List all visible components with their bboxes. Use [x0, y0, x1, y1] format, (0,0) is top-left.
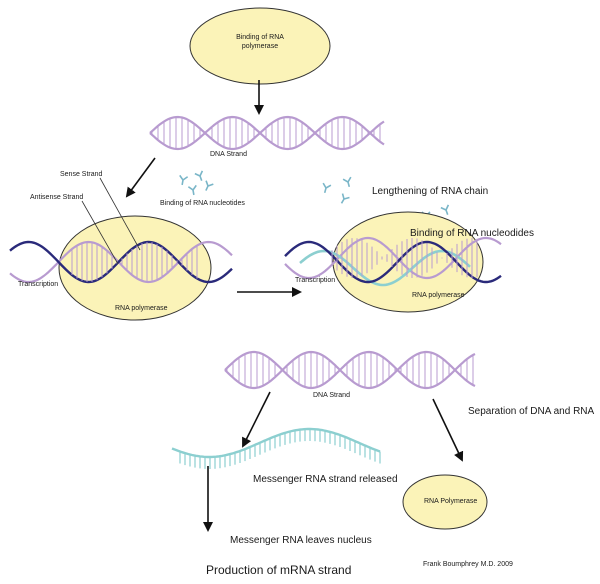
dna-strand-right: [284, 236, 502, 287]
rna-polymerase-ellipse-right: [332, 211, 484, 313]
nucleotide-7: [340, 193, 350, 204]
rna-polymerase-ellipse-released: [402, 474, 488, 530]
antisense-strand-label: Antisense Strand: [30, 194, 84, 201]
nucleotide-1: [179, 174, 189, 186]
diagram-title: Production of mRNA strand: [206, 563, 352, 577]
binding-nucleotides-small-label: Binding of RNA nucleotides: [160, 200, 245, 207]
mrna-strand: [171, 427, 381, 469]
arrow-to-polymerase: [432, 398, 464, 462]
credit-label: Frank Boumphrey M.D. 2009: [423, 561, 513, 568]
free-nucleotides-group-1: [179, 170, 214, 196]
transcription-label-left: Transcription: [18, 281, 59, 288]
nucleotide-6: [342, 176, 352, 188]
nucleotide-10: [440, 204, 450, 215]
sense-strand-label: Sense Strand: [60, 171, 103, 178]
dna-strand-label-top: DNA Strand: [210, 151, 247, 158]
binding-polymerase-label: Binding of RNA polymerase: [236, 34, 284, 50]
rna-polymerase-released-label: RNA Polymerase: [424, 498, 478, 505]
mrna-released-label: Messenger RNA strand released: [253, 474, 398, 485]
dna-strand-bottom: [224, 350, 476, 390]
dna-strand-label-bottom: DNA Strand: [313, 392, 350, 399]
nucleotide-4: [187, 184, 197, 196]
rna-polymerase-ellipse-top: [189, 7, 331, 85]
transcription-label-right: Transcription: [295, 277, 336, 284]
rna-polymerase-label-right: RNA polymerase: [412, 292, 465, 299]
binding-nucleotides-large-label: Binding of RNA nucleodides: [410, 228, 534, 239]
lengthening-label: Lengthening of RNA chain: [372, 186, 489, 197]
arrow-dna-to-transcription: [125, 157, 156, 198]
dna-strand-left: [9, 240, 233, 284]
mrna-leaves-label: Messenger RNA leaves nucleus: [230, 535, 372, 546]
antisense-strand-pointer: [81, 200, 119, 265]
rna-polymerase-ellipse-left: [58, 215, 212, 321]
dna-strand-top: [149, 115, 385, 151]
nucleotide-3: [205, 180, 214, 191]
arrow-to-mrna: [242, 391, 271, 448]
sense-strand-pointer: [99, 177, 141, 251]
nucleotide-2: [194, 170, 204, 181]
rna-polymerase-label-left: RNA polymerase: [115, 305, 168, 312]
nucleotide-5: [322, 182, 332, 194]
separation-label: Separation of DNA and RNA: [468, 406, 595, 417]
